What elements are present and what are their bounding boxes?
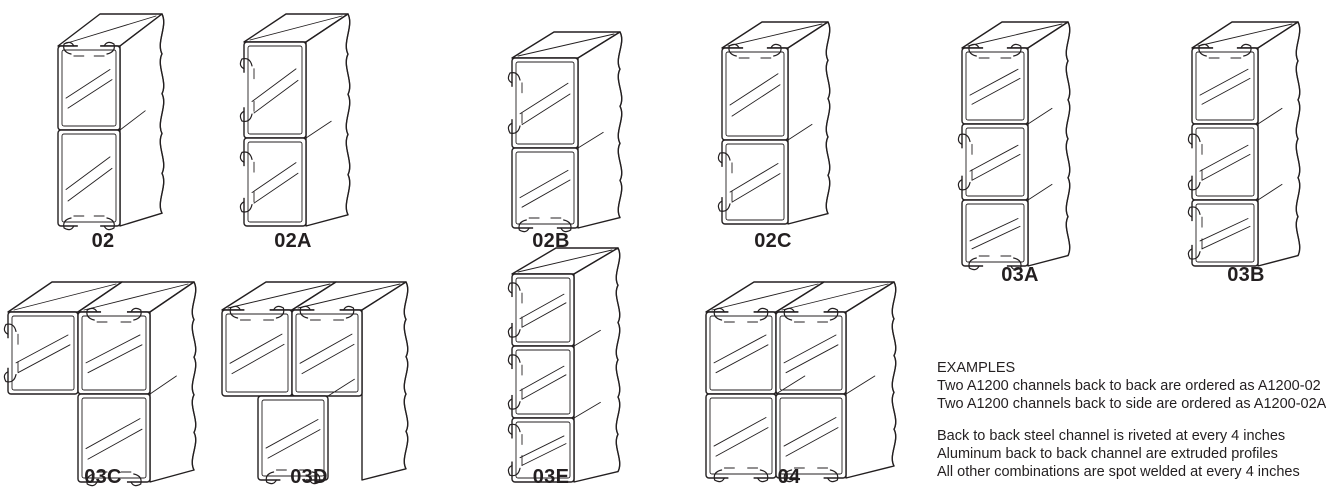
label-03e: 03E bbox=[532, 466, 570, 488]
channel-drawing bbox=[507, 31, 623, 233]
label-03b: 03B bbox=[1227, 264, 1265, 286]
channel-drawing bbox=[705, 281, 897, 483]
label-03d: 03D bbox=[290, 466, 328, 488]
label-02a: 02A bbox=[274, 230, 312, 252]
label-03a: 03A bbox=[1001, 264, 1039, 286]
note-riveted: Back to back steel channel is riveted at… bbox=[937, 428, 1286, 444]
channel-drawing bbox=[717, 21, 831, 225]
example-back-to-back: Two A1200 channels back to back are orde… bbox=[937, 378, 1321, 394]
label-03c: 03C bbox=[84, 466, 122, 488]
examples-heading: EXAMPLES bbox=[937, 360, 1016, 376]
example-back-to-side: Two A1200 channels back to side are orde… bbox=[937, 396, 1326, 412]
label-02b: 02B bbox=[532, 230, 570, 252]
label-02c: 02C bbox=[754, 230, 792, 252]
profile-02b bbox=[506, 28, 656, 234]
profile-03b bbox=[1186, 16, 1310, 272]
profile-03e bbox=[506, 247, 656, 488]
profile-04 bbox=[700, 281, 910, 484]
channel-drawing bbox=[57, 13, 165, 231]
channel-drawing bbox=[1187, 21, 1301, 267]
profile-02 bbox=[52, 8, 192, 234]
channel-drawing bbox=[239, 13, 351, 227]
label-04: 04 bbox=[777, 466, 801, 488]
profile-02a bbox=[238, 8, 378, 232]
label-02: 02 bbox=[91, 230, 115, 252]
channel-drawing bbox=[507, 247, 621, 483]
channel-drawing bbox=[3, 281, 197, 487]
profile-03c bbox=[3, 281, 214, 488]
channel-drawing bbox=[221, 281, 409, 485]
channel-drawing bbox=[957, 21, 1071, 271]
profile-03a bbox=[956, 16, 1106, 272]
examples-notes: EXAMPLES Two A1200 channels back to back… bbox=[937, 359, 1326, 481]
note-spot-welded: All other combinations are spot welded a… bbox=[937, 464, 1300, 480]
note-extruded: Aluminum back to back channel are extrud… bbox=[937, 446, 1278, 462]
profile-02c bbox=[716, 18, 866, 230]
profile-03d bbox=[212, 281, 426, 486]
